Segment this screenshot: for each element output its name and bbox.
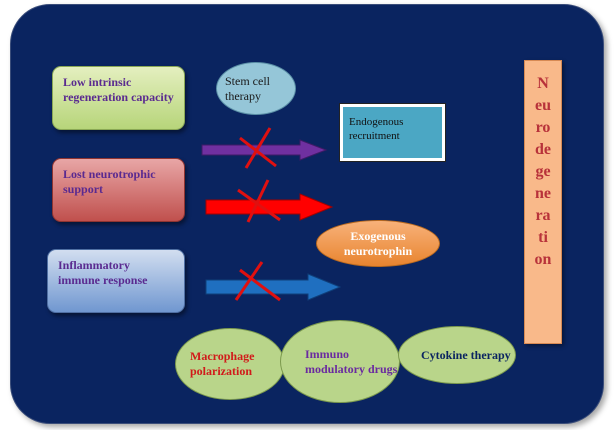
- macrophage-label: Macrophage polarization: [190, 349, 255, 378]
- cross-mark: [237, 179, 281, 223]
- inflammatory-label: Inflammatory immune response: [58, 258, 148, 287]
- lost-neurotrophic-label: Lost neurotrophic support: [63, 167, 156, 196]
- neuro-syllable: ro: [535, 119, 551, 136]
- neurodegeneration-box: N eu ro de ge ne ra ti on: [524, 60, 562, 344]
- immunomodulatory-oval: Immuno modulatory drugs: [280, 320, 400, 403]
- neuro-syllable: de: [535, 141, 551, 158]
- macrophage-oval: Macrophage polarization: [175, 328, 285, 400]
- low-regeneration-box: Low intrinsic regeneration capacity: [52, 66, 185, 130]
- neuro-syllable: ra: [535, 207, 551, 224]
- cross-mark: [239, 127, 277, 169]
- cytokine-label: Cytokine therapy: [421, 347, 511, 362]
- exogenous-oval: Exogenous neurotrophin: [316, 220, 440, 267]
- stem-cell-label: Stem cell therapy: [225, 73, 270, 103]
- lost-neurotrophic-box: Lost neurotrophic support: [52, 158, 185, 222]
- neuro-syllable: N: [537, 75, 549, 92]
- neuro-syllable: on: [534, 251, 552, 268]
- stem-cell-oval: Stem cell therapy: [216, 62, 296, 115]
- neuro-syllable: ge: [535, 163, 551, 180]
- neuro-syllable: eu: [535, 97, 551, 114]
- endogenous-label: Endogenous recruitment: [349, 116, 404, 142]
- neuro-syllable: ti: [538, 229, 548, 246]
- cytokine-oval: Cytokine therapy: [398, 326, 516, 384]
- exogenous-label: Exogenous neurotrophin: [343, 228, 413, 258]
- red-arrow: [205, 193, 334, 221]
- purple-arrow: [201, 139, 328, 161]
- immunomodulatory-label: Immuno modulatory drugs: [305, 346, 398, 376]
- inflammatory-box: Inflammatory immune response: [47, 249, 185, 313]
- neuro-syllable: ne: [535, 185, 551, 202]
- low-regeneration-label: Low intrinsic regeneration capacity: [63, 75, 174, 104]
- endogenous-box: Endogenous recruitment: [339, 103, 446, 162]
- cross-mark: [234, 261, 281, 302]
